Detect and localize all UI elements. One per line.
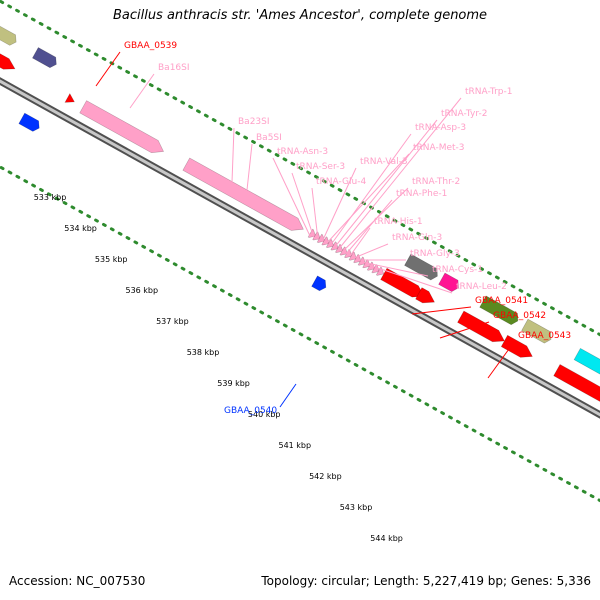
gene-cyan-block[interactable]: [573, 347, 600, 382]
leader-line-16: [353, 243, 389, 259]
inner-dotted-ring: [0, 165, 600, 503]
leader-line-10: [329, 133, 412, 247]
gene-GBAA_0542-arrow[interactable]: [415, 287, 435, 304]
gene-red-arrow-3[interactable]: [553, 364, 600, 405]
leader-line-18: [361, 261, 429, 277]
gene-khaki-left[interactable]: [0, 24, 17, 46]
gene-GBAA_0543-arrow[interactable]: [457, 310, 505, 343]
gene-label-7[interactable]: tRNA-Glu-4: [316, 177, 366, 187]
tick-label-11: 543 kbp: [340, 503, 373, 512]
gene-khaki-block[interactable]: [521, 318, 552, 344]
leader-line-19: [365, 263, 453, 294]
gene-label-23[interactable]: GBAA_0540: [224, 406, 277, 416]
gene-gray-block[interactable]: [404, 253, 438, 281]
gene-label-17[interactable]: tRNA-Gly-3: [410, 249, 460, 259]
gene-label-19[interactable]: tRNA-Leu-2: [456, 282, 507, 292]
leader-line-9: [325, 153, 410, 245]
gene-GBAA_0540-arrow[interactable]: [311, 275, 327, 292]
leader-line-7: [311, 187, 319, 241]
gene-label-15[interactable]: tRNA-His-1: [374, 217, 423, 227]
accession-label: Accession: NC_007530: [9, 574, 146, 588]
leader-line-2: [129, 73, 155, 109]
gene-label-13[interactable]: tRNA-Thr-2: [412, 177, 460, 187]
trna-arrow-12[interactable]: [357, 256, 367, 266]
gene-red-left[interactable]: [0, 39, 16, 70]
genome-summary: Topology: circular; Length: 5,227,419 bp…: [261, 574, 591, 588]
leader-line-4: [246, 143, 253, 191]
tick-label-5: 537 kbp: [156, 317, 189, 326]
leader-line-15: [349, 227, 371, 257]
leader-line-3: [231, 127, 235, 183]
trna-arrow-2[interactable]: [312, 231, 321, 241]
gene-label-8[interactable]: tRNA-Val-3: [360, 157, 408, 167]
outer-dotted-ring: [0, 0, 600, 337]
gene-label-10[interactable]: tRNA-Asp-3: [415, 123, 466, 133]
leader-line-1: [95, 51, 121, 87]
gene-blue-left[interactable]: [18, 112, 40, 132]
gene-label-1[interactable]: GBAA_0539: [124, 41, 177, 51]
tick-label-8: 540 kbp: [248, 410, 281, 419]
gene-label-16[interactable]: tRNA-Gln-3: [392, 233, 442, 243]
gene-label-11[interactable]: tRNA-Tyr-2: [441, 109, 487, 119]
gene-label-14[interactable]: tRNA-Phe-1: [396, 189, 447, 199]
leader-line-6: [291, 172, 315, 239]
leader-line-5: [272, 157, 311, 237]
tick-label-1: 533 kbp: [34, 193, 67, 202]
tick-label-12: 544 kbp: [370, 534, 403, 543]
trna-arrow-11[interactable]: [353, 254, 362, 264]
backbone-line-inner: [0, 79, 600, 417]
rrna-16S-arrow[interactable]: [79, 100, 165, 154]
gene-label-21[interactable]: GBAA_0542: [493, 311, 546, 321]
gene-label-6[interactable]: tRNA-Ser-3: [296, 162, 345, 172]
leader-line-23: [279, 383, 297, 408]
leader-line-21: [439, 321, 490, 339]
leader-line-12: [337, 97, 462, 251]
backbone-line-outer: [0, 77, 600, 419]
gene-red-arrow-2[interactable]: [500, 334, 533, 358]
gene-label-4[interactable]: Ba5SI: [256, 133, 282, 143]
gene-label-18[interactable]: tRNA-Cys-1: [432, 265, 483, 275]
gene-label-9[interactable]: tRNA-Met-3: [413, 143, 465, 153]
tick-label-3: 535 kbp: [95, 255, 128, 264]
tick-label-2: 534 kbp: [64, 224, 97, 233]
gene-label-12[interactable]: tRNA-Trp-1: [465, 87, 512, 97]
tick-label-6: 538 kbp: [187, 348, 220, 357]
gene-label-2[interactable]: Ba16SI: [158, 63, 190, 73]
tick-label-7: 539 kbp: [217, 379, 250, 388]
leader-line-8: [321, 167, 357, 243]
trna-arrow-6[interactable]: [330, 241, 339, 251]
leader-line-20: [411, 306, 472, 315]
tick-label-9: 541 kbp: [278, 441, 311, 450]
gene-purple-left[interactable]: [32, 47, 57, 69]
trna-arrow-5[interactable]: [325, 238, 335, 248]
leader-line-11: [333, 119, 438, 249]
gene-olive-block[interactable]: [479, 295, 519, 326]
gene-label-22[interactable]: GBAA_0543: [518, 331, 571, 341]
leader-line-22: [487, 341, 515, 379]
tick-label-4: 536 kbp: [125, 286, 158, 295]
gene-label-20[interactable]: GBAA_0541: [475, 296, 528, 306]
rrna-23S-arrow[interactable]: [182, 157, 304, 231]
leader-line-14: [345, 199, 393, 255]
gene-label-3[interactable]: Ba23SI: [238, 117, 270, 127]
gene-magenta-block[interactable]: [438, 272, 459, 293]
map-title: Bacillus anthracis str. 'Ames Ancestor',…: [112, 8, 488, 23]
gene-GBAA_0539-marker[interactable]: [64, 93, 75, 103]
tick-label-10: 542 kbp: [309, 472, 342, 481]
gene-label-5[interactable]: tRNA-Asn-3: [277, 147, 328, 157]
